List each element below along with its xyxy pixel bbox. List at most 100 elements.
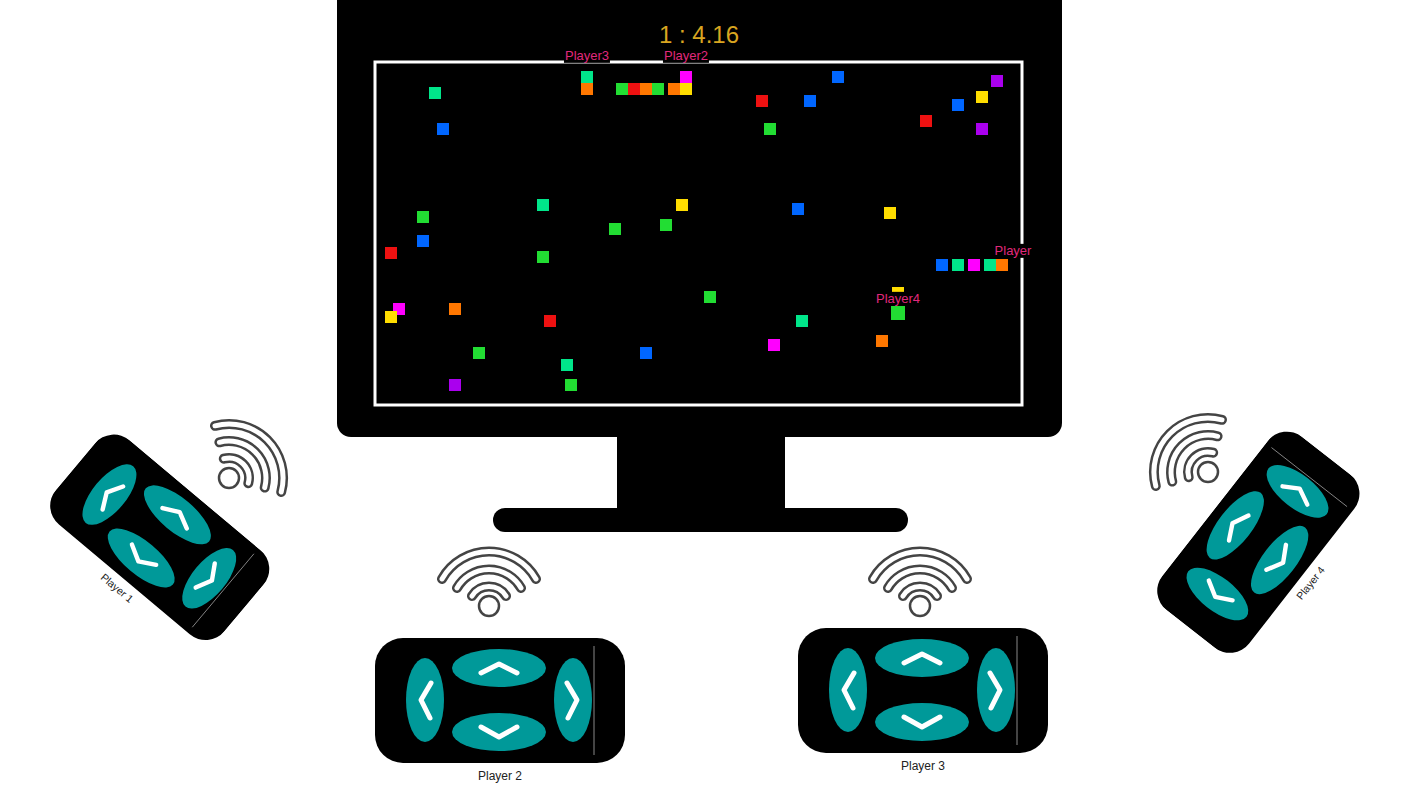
square — [544, 315, 556, 327]
arrow-button — [452, 713, 546, 751]
controller-body — [1147, 422, 1370, 664]
square — [640, 83, 652, 95]
square — [565, 379, 577, 391]
arrow-button — [875, 703, 969, 741]
arrow-button — [452, 649, 546, 687]
wifi-icon — [215, 424, 283, 492]
wifi-arcs — [873, 552, 967, 596]
wifi-arcs — [215, 424, 283, 492]
square — [804, 95, 816, 107]
controller-label: Player 2 — [375, 769, 625, 783]
square — [756, 95, 768, 107]
snake-squares — [385, 71, 1008, 391]
square — [984, 259, 996, 271]
square — [429, 87, 441, 99]
square — [676, 199, 688, 211]
arrow-chevron — [162, 502, 191, 528]
square — [680, 71, 692, 83]
square — [952, 259, 964, 271]
monitor-body — [337, 0, 1062, 437]
player-tag: Player2 — [663, 49, 709, 63]
square — [891, 306, 905, 320]
controller: Player 3 — [798, 628, 1048, 778]
game-area — [375, 62, 1022, 405]
wifi-icons — [215, 418, 1222, 616]
arrow-chevron — [904, 717, 940, 727]
controller: Player 4 — [1147, 422, 1386, 677]
arrow-button — [977, 648, 1015, 732]
controller-shell — [375, 638, 625, 763]
square — [991, 75, 1003, 87]
arrow-button — [1178, 558, 1257, 630]
square — [449, 303, 461, 315]
wifi-arcs — [873, 552, 967, 596]
controller: Player 2 — [375, 638, 625, 788]
square — [616, 83, 628, 95]
monitor-base — [493, 508, 908, 532]
square — [792, 203, 804, 215]
wifi-arcs — [1154, 418, 1222, 486]
square — [473, 347, 485, 359]
arrow-button — [406, 658, 444, 742]
square — [640, 347, 652, 359]
square — [561, 359, 573, 371]
wifi-arcs — [215, 424, 283, 492]
arrow-chevron — [844, 673, 854, 708]
arrow-chevron — [567, 683, 577, 718]
arrow-chevron — [1223, 511, 1249, 541]
arrow-chevron — [195, 563, 222, 592]
square — [417, 235, 429, 247]
square — [385, 311, 397, 323]
square — [652, 83, 664, 95]
wifi-icon — [442, 552, 536, 616]
square — [537, 251, 549, 263]
timer-text: 1 : 4.16 — [658, 22, 740, 48]
arrow-button — [173, 539, 246, 617]
square — [668, 83, 680, 95]
square — [920, 115, 932, 127]
square — [976, 91, 988, 103]
wifi-arcs — [442, 552, 536, 596]
square — [437, 123, 449, 135]
square — [581, 83, 593, 95]
square — [936, 259, 948, 271]
wifi-arcs — [1154, 418, 1222, 486]
square — [609, 223, 621, 235]
arrow-button — [1258, 455, 1337, 527]
controller-shell — [1147, 422, 1369, 663]
wifi-dot — [219, 468, 239, 488]
arrow-button — [73, 456, 146, 534]
square — [385, 247, 397, 259]
arrow-button — [829, 648, 867, 732]
arrow-chevron — [1203, 581, 1233, 607]
square — [832, 71, 844, 83]
controller-body — [375, 638, 625, 764]
controller-edge — [1017, 636, 1018, 745]
player-tag: Player3 — [564, 49, 610, 63]
arrow-button — [1197, 482, 1274, 568]
square — [680, 83, 692, 95]
player-tag: Player4 — [875, 292, 921, 306]
square — [449, 379, 461, 391]
controller-edge — [594, 646, 595, 755]
square — [581, 71, 593, 83]
wifi-icon — [873, 552, 967, 616]
square — [628, 83, 640, 95]
square — [976, 123, 988, 135]
square — [884, 207, 896, 219]
arrow-chevron — [421, 683, 431, 718]
square — [996, 259, 1008, 271]
wifi-dot — [1198, 462, 1218, 482]
arrow-chevron — [126, 544, 156, 571]
square — [660, 219, 672, 231]
square — [876, 335, 888, 347]
monitor — [337, 0, 1062, 532]
square — [768, 339, 780, 351]
arrow-chevron — [97, 481, 124, 510]
wifi-arcs — [442, 552, 536, 596]
arrow-chevron — [481, 727, 517, 737]
wifi-dot — [910, 596, 930, 616]
square — [968, 259, 980, 271]
